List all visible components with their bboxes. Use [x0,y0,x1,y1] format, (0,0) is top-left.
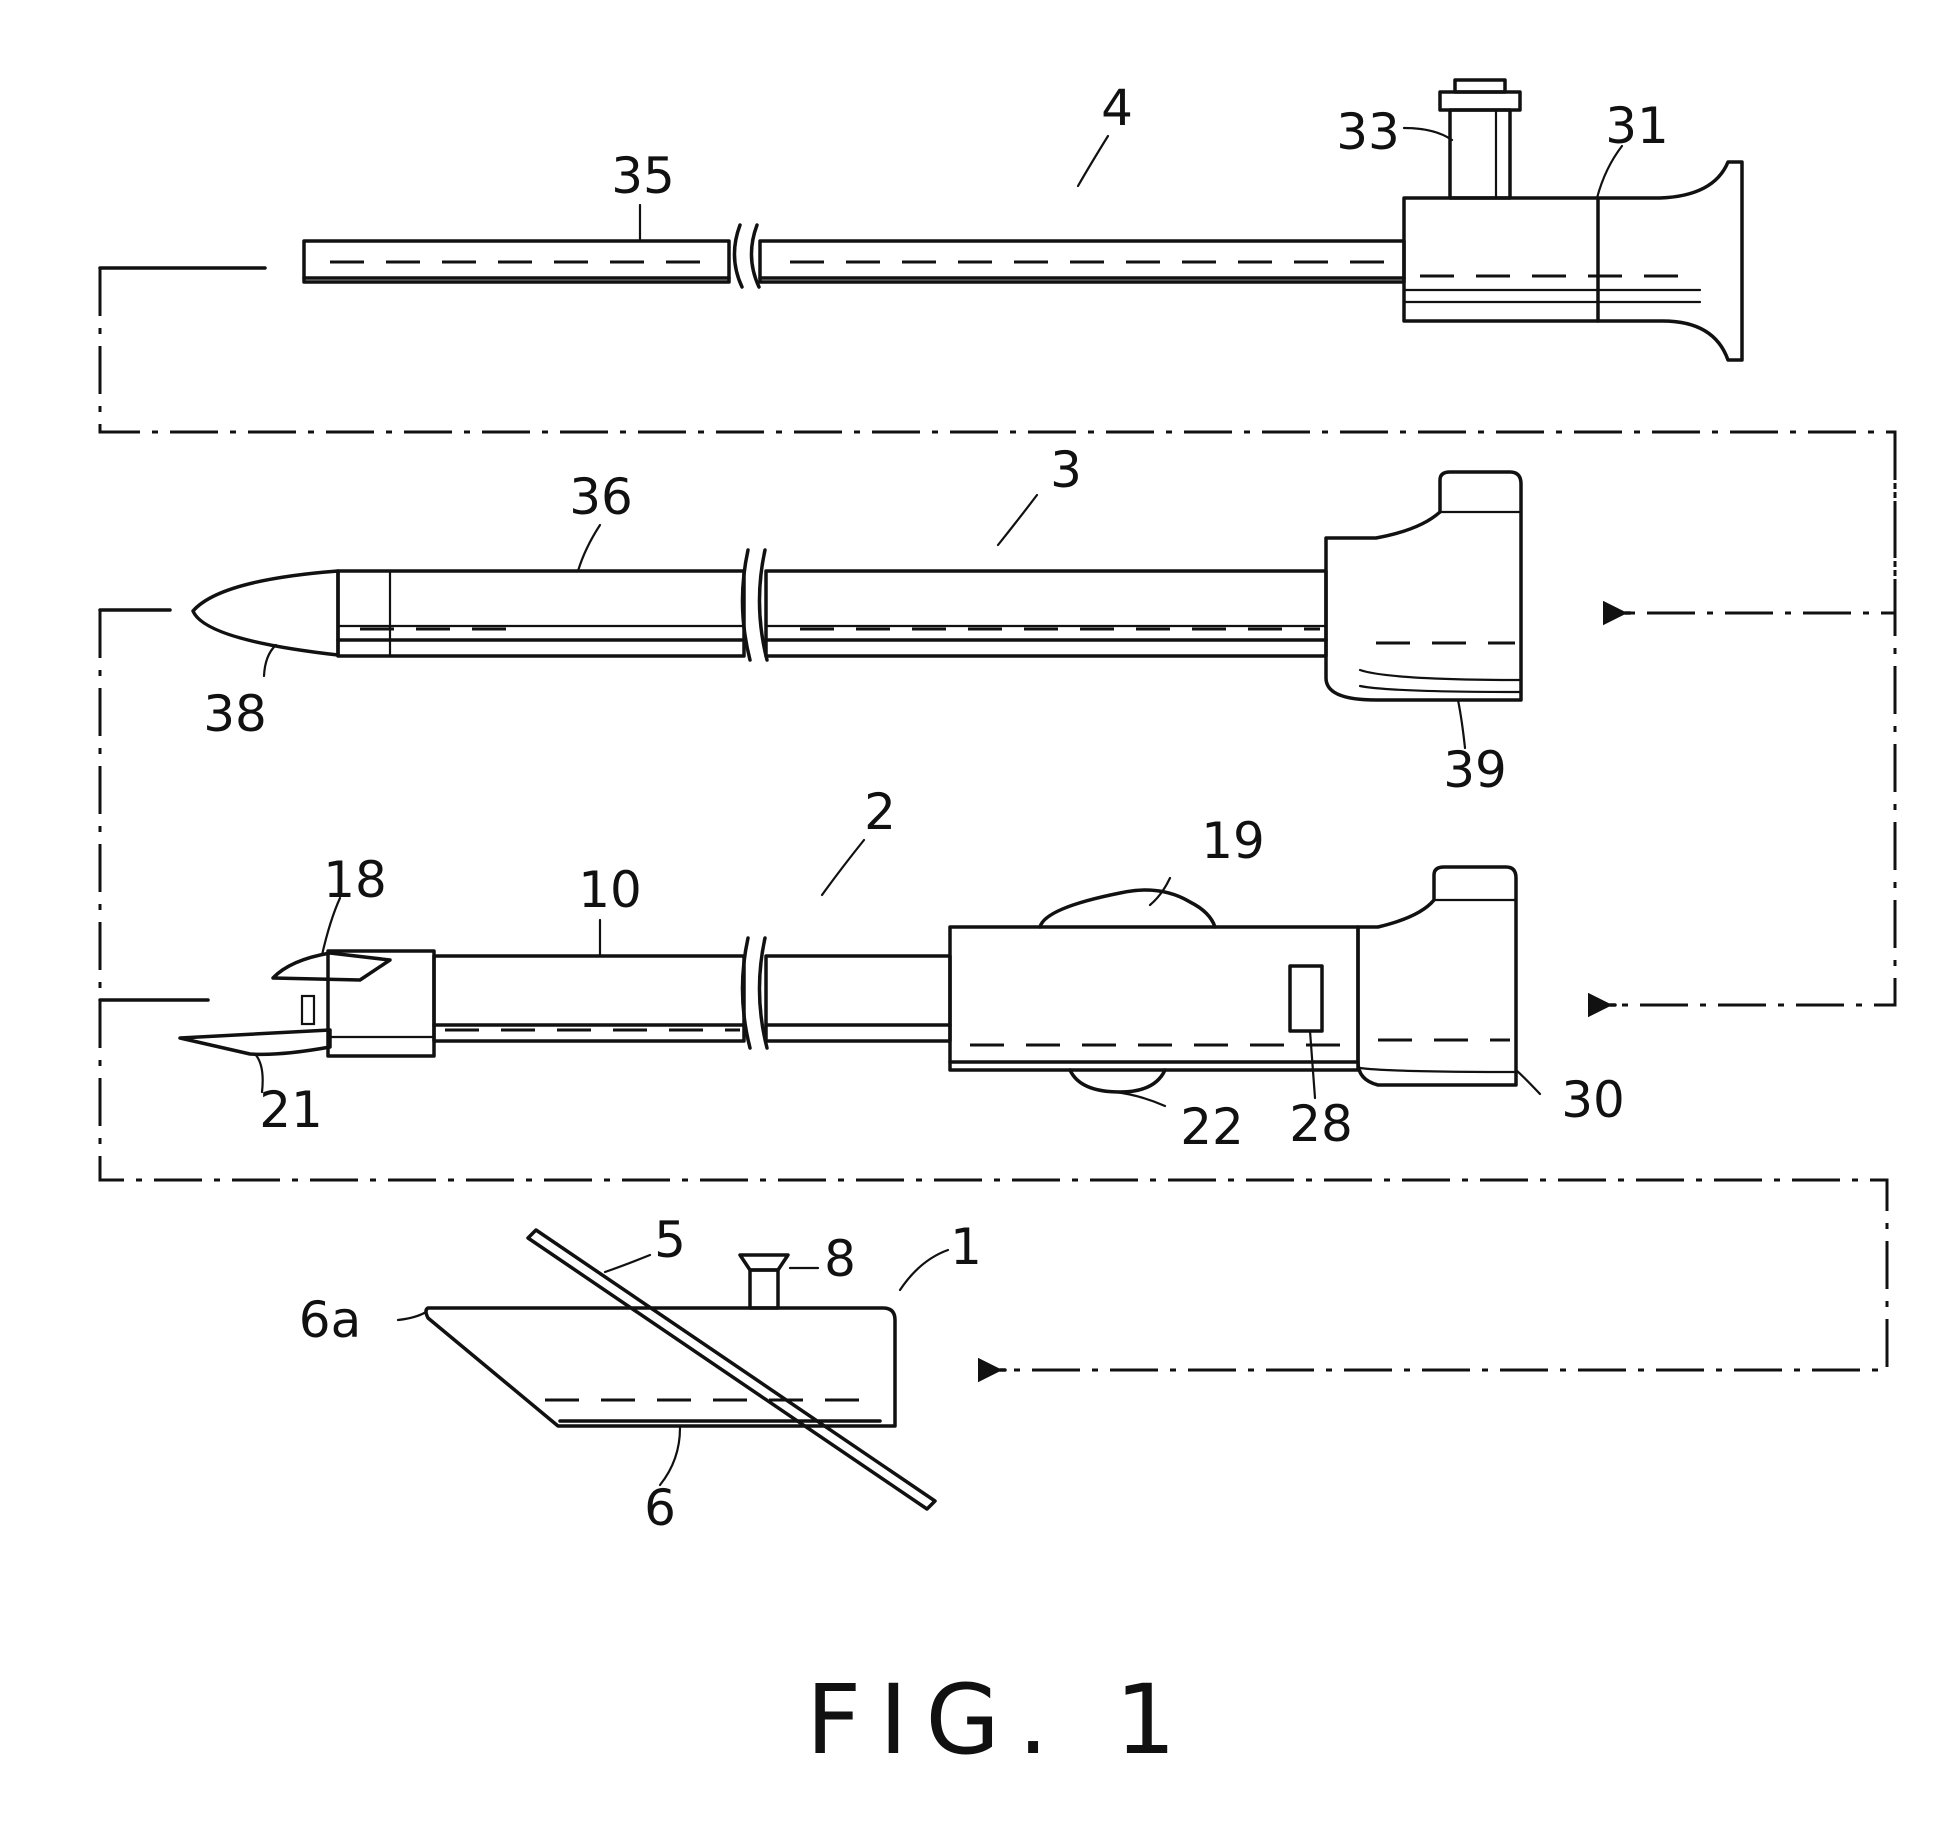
assembly-lines [100,268,1895,1370]
label-3: 3 [1050,441,1082,499]
label-39: 39 [1443,741,1507,799]
leader-lines [255,128,1622,1485]
label-4: 4 [1101,79,1133,137]
label-2: 2 [864,783,896,841]
label-30: 30 [1561,1071,1625,1129]
label-35: 35 [611,147,675,205]
label-33: 33 [1336,103,1400,161]
label-28: 28 [1289,1095,1353,1153]
label-18: 18 [323,851,387,909]
label-31: 31 [1605,97,1669,155]
label-8: 8 [824,1230,856,1288]
reference-numerals: 4 33 31 35 36 3 38 39 2 19 18 10 21 22 2… [203,79,1669,1537]
label-19: 19 [1201,812,1265,870]
label-10: 10 [578,861,642,919]
figure-caption: FIG. 1 [806,1664,1194,1776]
component-4-rod [304,80,1742,360]
component-3-obturator [193,472,1521,700]
label-22: 22 [1180,1098,1244,1156]
label-36: 36 [569,468,633,526]
component-1-guide [426,1230,935,1509]
label-38: 38 [203,685,267,743]
label-5: 5 [654,1211,686,1269]
label-1: 1 [950,1218,982,1276]
label-21: 21 [259,1081,323,1139]
label-6a: 6a [299,1291,361,1349]
label-6: 6 [644,1479,676,1537]
